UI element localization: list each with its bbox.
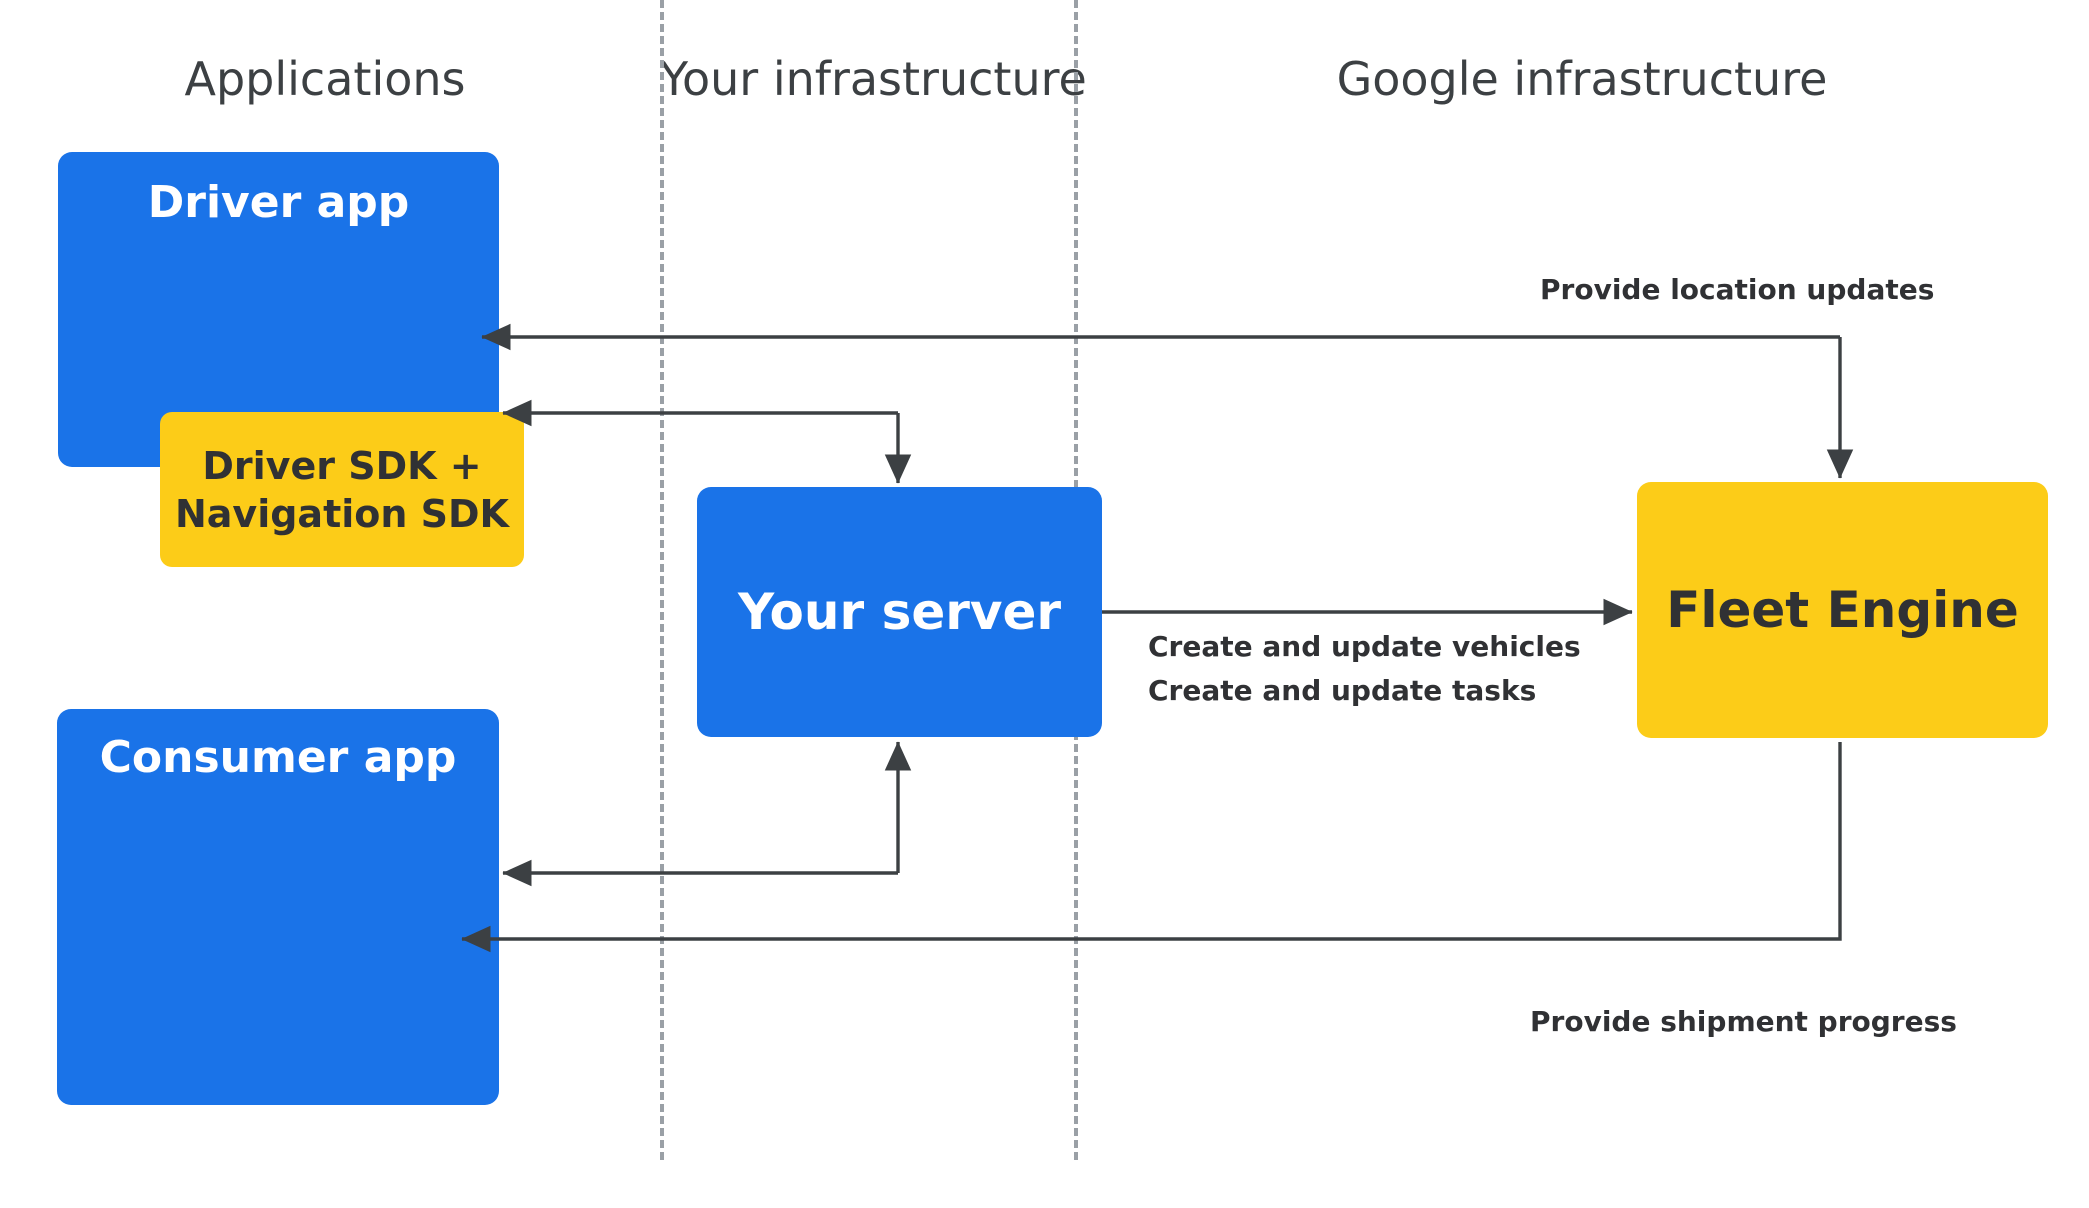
driver-app-title: Driver app	[147, 177, 410, 228]
column-header-google-infrastructure: Google infrastructure	[1336, 52, 1828, 106]
edge-label-create-update: Create and update vehicles Create and up…	[1148, 630, 1581, 707]
your-server-label: Your server	[737, 583, 1062, 641]
node-driver-app[interactable]: Driver app Driver SDK + Navigation SDK	[58, 152, 524, 567]
column-divider-left	[660, 0, 664, 1160]
column-header-applications: Applications	[184, 52, 466, 106]
edge-label-location-updates: Provide location updates	[1540, 273, 1935, 306]
node-consumer-app[interactable]: Consumer app Shipment Tracking Library +…	[57, 709, 499, 1105]
column-header-your-infrastructure: Your infrastructure	[660, 52, 1087, 106]
node-your-server[interactable]: Your server	[697, 487, 1102, 737]
node-fleet-engine[interactable]: Fleet Engine	[1637, 482, 2048, 738]
node-driver-sdk[interactable]: Driver SDK + Navigation SDK	[160, 412, 524, 567]
edge-shipment-progress	[461, 742, 1842, 953]
edge-label-shipment-progress: Provide shipment progress	[1530, 1005, 1957, 1038]
consumer-app-title: Consumer app	[99, 732, 457, 783]
driver-sdk-label: Driver SDK + Navigation SDK	[174, 443, 510, 536]
fleet-engine-label: Fleet Engine	[1666, 581, 2019, 639]
